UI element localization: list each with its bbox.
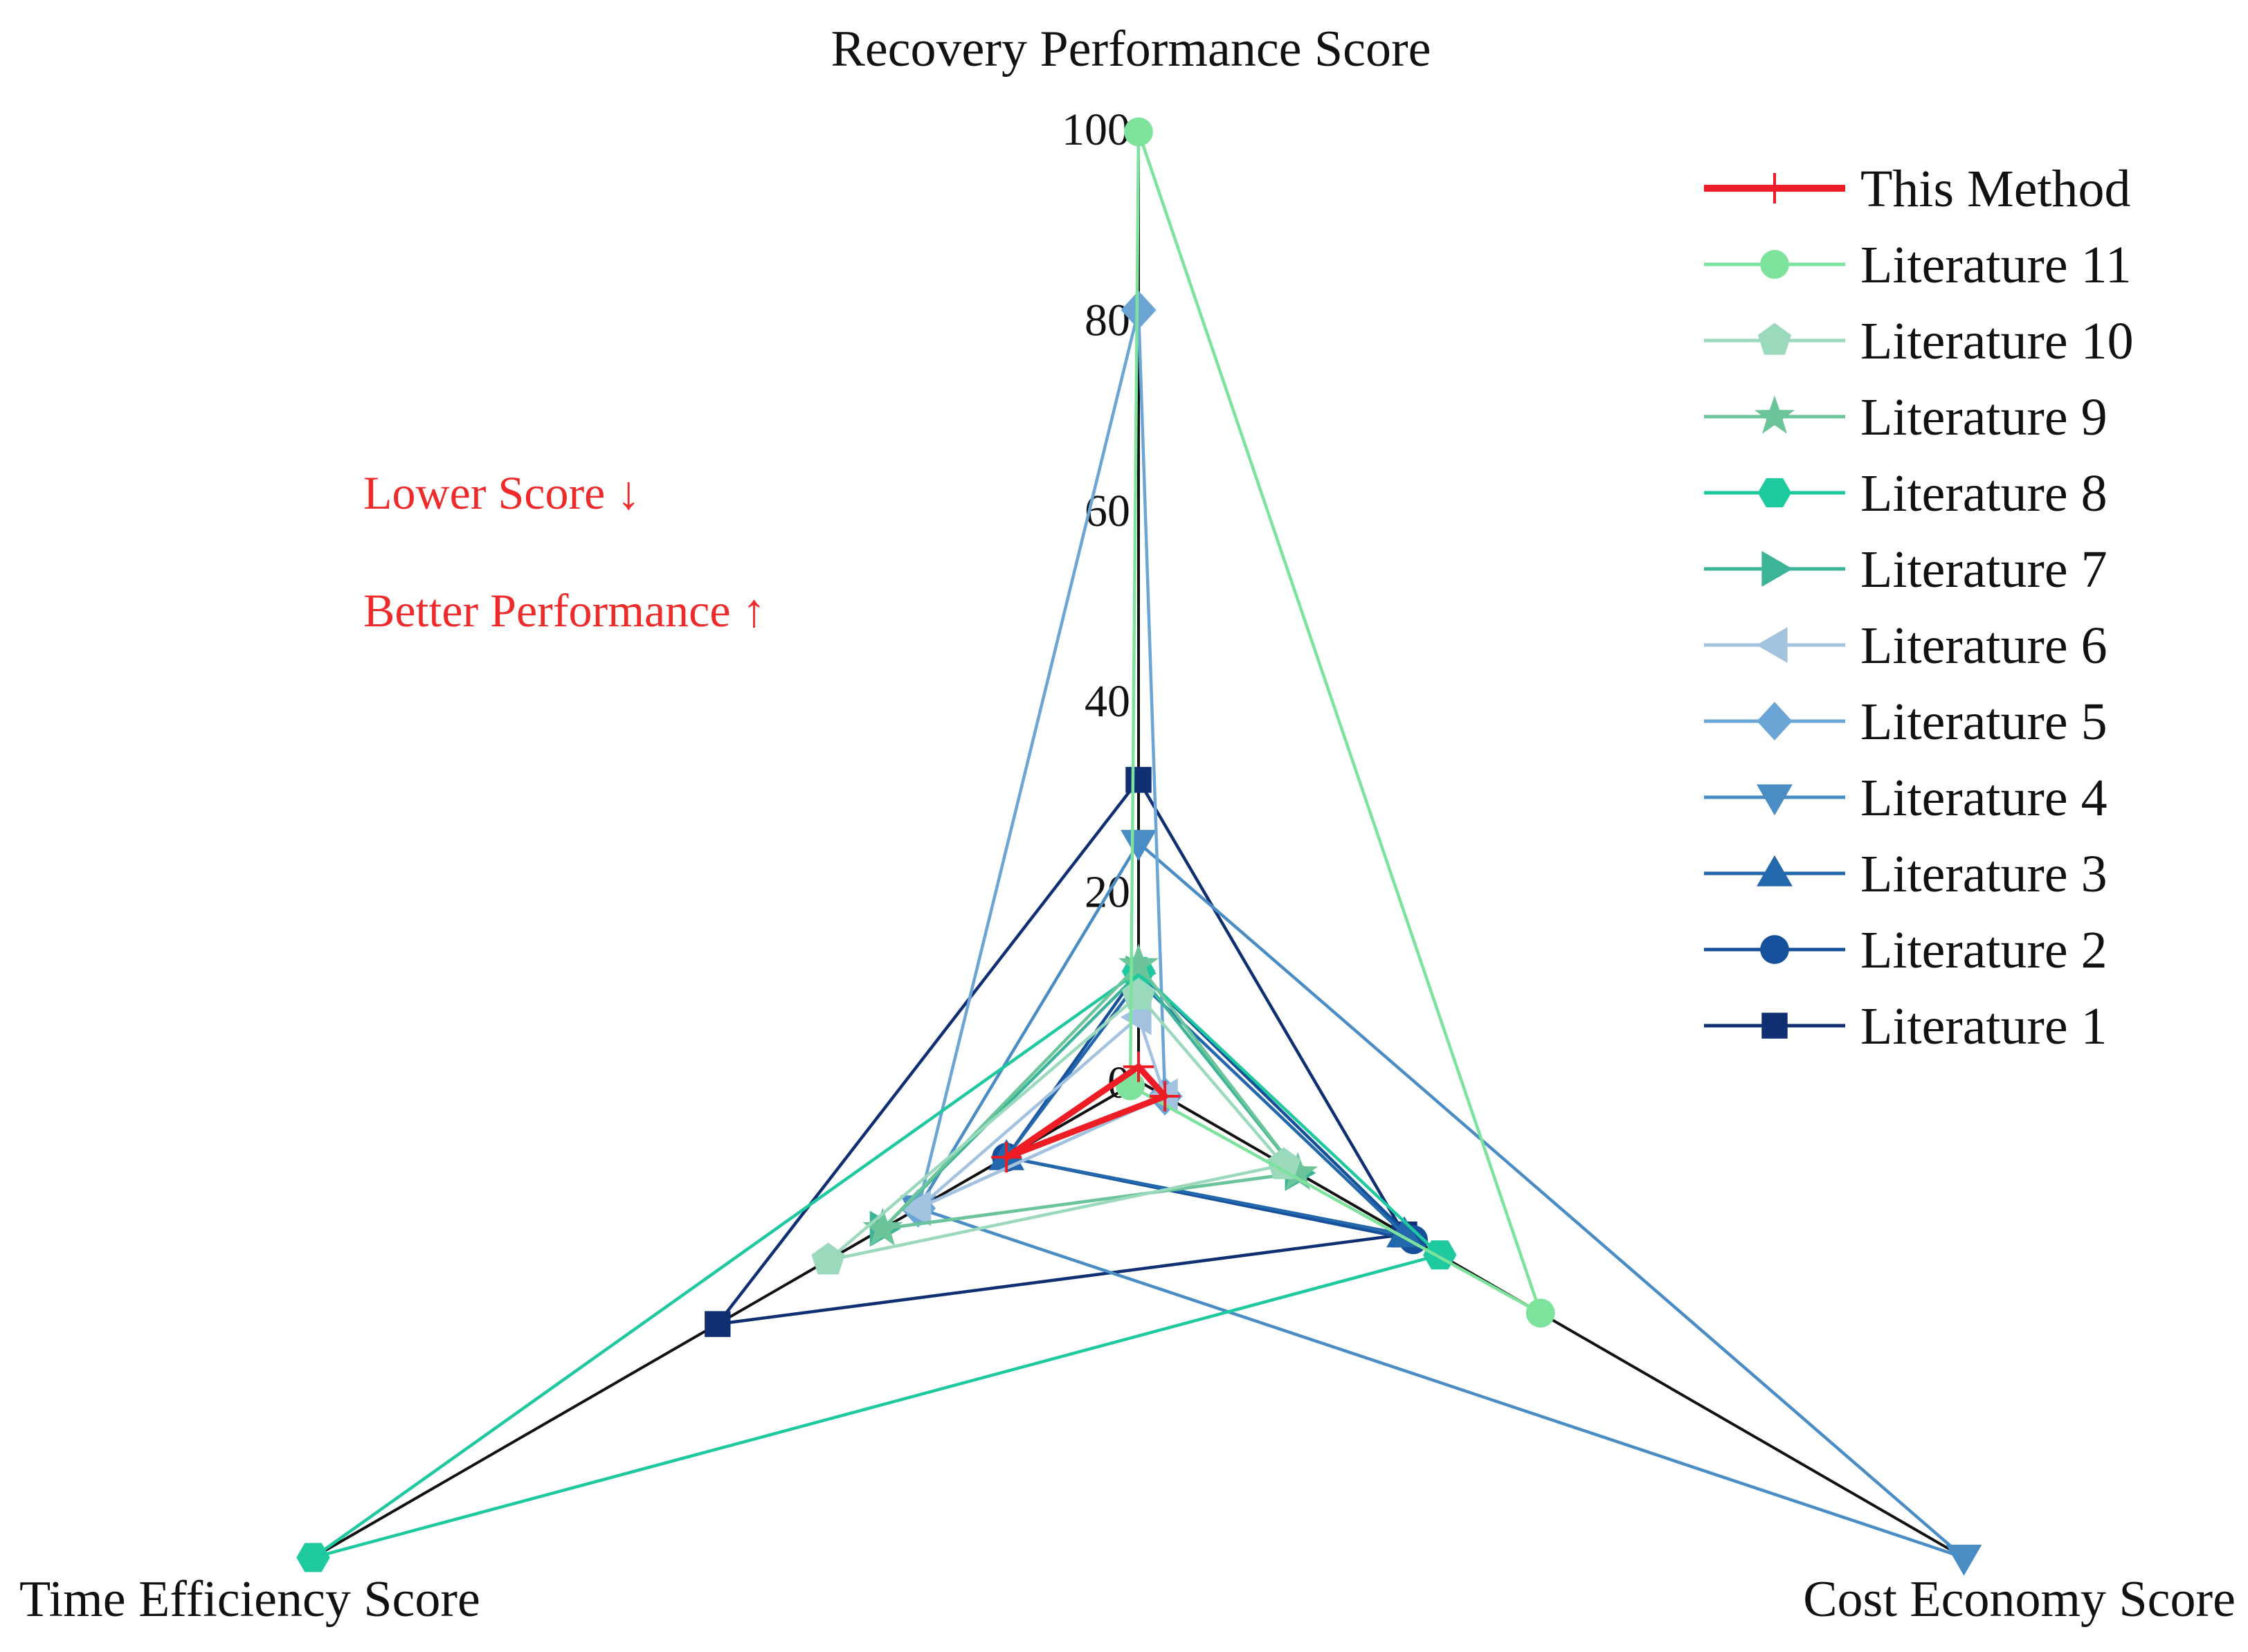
axis-label-time: Time Efficiency Score xyxy=(19,1571,480,1628)
point-literature-11-1 xyxy=(1525,1298,1555,1328)
legend-item-literature-8: Literature 8 xyxy=(1704,464,2108,523)
legend-label-literature-9: Literature 9 xyxy=(1860,388,2108,446)
point-literature-1-2 xyxy=(705,1311,731,1337)
point-literature-4-0 xyxy=(1121,830,1157,861)
series-line-literature-4 xyxy=(916,841,1966,1559)
point-this-method-2 xyxy=(991,1142,1022,1173)
series-literature-9 xyxy=(862,943,1318,1246)
point-literature-6-2 xyxy=(900,1190,932,1226)
legend-label-literature-4: Literature 4 xyxy=(1860,769,2108,827)
legend-item-literature-9: Literature 9 xyxy=(1704,388,2108,446)
point-literature-4-1 xyxy=(1946,1544,1982,1576)
axis-labels: Recovery Performance Score Cost Economy … xyxy=(19,21,2236,1628)
legend-label-literature-3: Literature 3 xyxy=(1860,845,2108,903)
series-literature-4 xyxy=(900,830,1982,1576)
legend-label-literature-8: Literature 8 xyxy=(1860,464,2108,523)
series-line-this-method xyxy=(1003,1063,1168,1161)
series-line-literature-3 xyxy=(1004,979,1406,1236)
series-line-literature-1 xyxy=(716,778,1406,1326)
series-layer xyxy=(296,117,1982,1576)
legend-marker-literature-11 xyxy=(1760,250,1789,279)
tick-label-80: 80 xyxy=(1085,295,1130,345)
series-line-literature-10 xyxy=(826,993,1286,1262)
legend-label-literature-5: Literature 5 xyxy=(1860,693,2108,751)
series-line-literature-11 xyxy=(1128,130,1543,1315)
legend-marker-literature-1 xyxy=(1761,1013,1788,1039)
legend-label-literature-6: Literature 6 xyxy=(1860,617,2108,675)
legend-marker-literature-10 xyxy=(1757,323,1792,355)
legend-item-literature-3: Literature 3 xyxy=(1704,845,2108,903)
legend-item-literature-7: Literature 7 xyxy=(1704,541,2108,599)
legend-item-literature-4: Literature 4 xyxy=(1704,769,2108,827)
legend-label-this-method: This Method xyxy=(1860,160,2131,218)
series-line-literature-2 xyxy=(1004,970,1415,1242)
tick-label-100: 100 xyxy=(1062,105,1130,155)
axis-label-recovery: Recovery Performance Score xyxy=(831,21,1431,78)
series-line-literature-9 xyxy=(881,963,1300,1231)
legend-marker-literature-6 xyxy=(1756,627,1788,663)
point-literature-11-0 xyxy=(1124,117,1153,147)
legend-marker-literature-5 xyxy=(1757,702,1793,741)
legend-marker-literature-8 xyxy=(1757,478,1792,508)
legend-marker-literature-2 xyxy=(1760,935,1789,964)
series-literature-8 xyxy=(296,956,1457,1572)
legend-marker-literature-7 xyxy=(1761,551,1793,587)
legend-marker-literature-9 xyxy=(1754,395,1795,434)
tick-label-40: 40 xyxy=(1085,676,1130,727)
series-this-method xyxy=(991,1051,1181,1173)
point-literature-9-0 xyxy=(1118,943,1159,982)
point-literature-1-0 xyxy=(1125,767,1152,793)
point-this-method-1 xyxy=(1150,1081,1181,1112)
legend-label-literature-2: Literature 2 xyxy=(1860,921,2108,979)
legend-item-literature-6: Literature 6 xyxy=(1704,617,2108,675)
legend-label-literature-11: Literature 11 xyxy=(1860,236,2132,294)
legend-item-this-method: This Method xyxy=(1704,160,2131,218)
point-this-method-0 xyxy=(1123,1051,1154,1082)
legend-label-literature-1: Literature 1 xyxy=(1860,997,2108,1055)
legend-item-literature-11: Literature 11 xyxy=(1704,236,2132,294)
point-literature-9-2 xyxy=(862,1207,903,1246)
axis-label-cost: Cost Economy Score xyxy=(1803,1571,2236,1628)
legend-label-literature-7: Literature 7 xyxy=(1860,541,2108,599)
tick-label-60: 60 xyxy=(1085,486,1130,536)
legend-marker-this-method xyxy=(1759,173,1790,203)
annotation-lower-score: Lower Score ↓ xyxy=(363,466,640,519)
legend-item-literature-5: Literature 5 xyxy=(1704,693,2108,751)
series-line-literature-8 xyxy=(311,970,1442,1559)
point-literature-8-2 xyxy=(296,1543,330,1572)
legend-marker-literature-3 xyxy=(1757,855,1793,887)
series-line-literature-6 xyxy=(916,1015,1167,1210)
legend-marker-literature-4 xyxy=(1757,784,1793,816)
legend-item-literature-2: Literature 2 xyxy=(1704,921,2108,979)
radial-tick-labels: 020406080100 xyxy=(1062,105,1130,1108)
annotations: Lower Score ↓ Better Performance ↑ xyxy=(363,466,766,637)
point-literature-10-1 xyxy=(1267,1147,1301,1179)
legend-label-literature-10: Literature 10 xyxy=(1860,312,2134,370)
annotation-better-performance: Better Performance ↑ xyxy=(363,584,766,637)
point-literature-10-2 xyxy=(811,1242,845,1275)
legend-item-literature-10: Literature 10 xyxy=(1704,312,2134,370)
legend-item-literature-1: Literature 1 xyxy=(1704,997,2108,1055)
